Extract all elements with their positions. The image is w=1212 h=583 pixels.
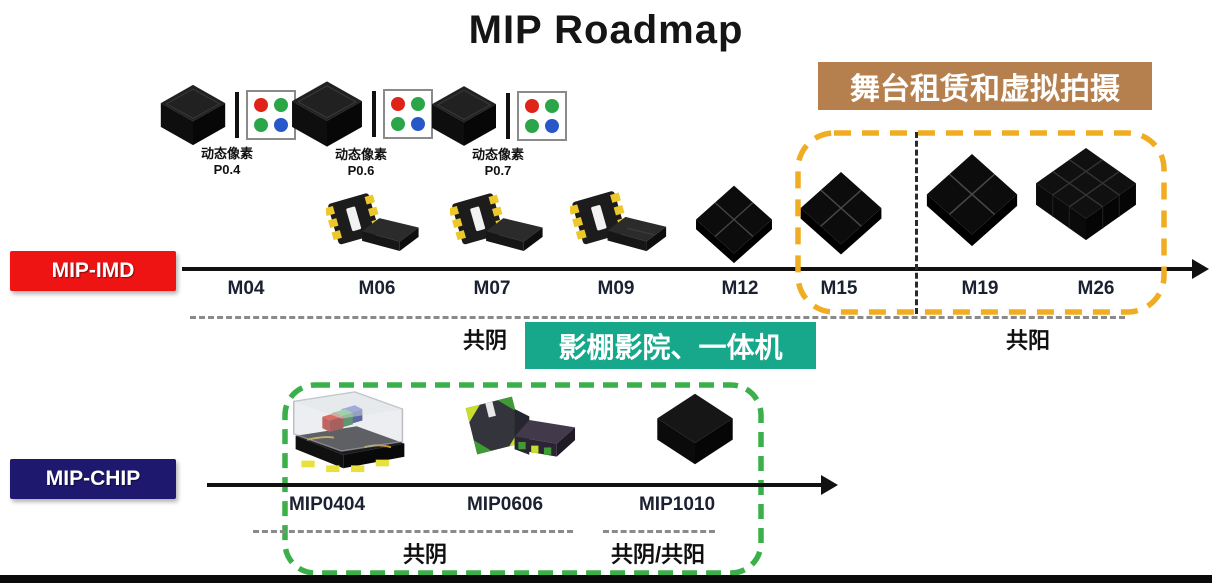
rgb-pixel-grid-icon [383, 89, 433, 139]
imd-row-label: MIP-IMD [10, 251, 176, 291]
pcb-module-icon-m06 [326, 193, 419, 252]
pcb-module-icon-m09 [570, 191, 667, 252]
pixel-group-p06: 动态像素 P0.6 [289, 79, 433, 178]
milestone-m09: M09 [597, 278, 635, 299]
milestone-m06: M06 [358, 278, 396, 299]
common-cathode-label: 共阴 [402, 542, 447, 567]
page-title: MIP Roadmap [468, 8, 744, 52]
chip-row-label: MIP-CHIP [10, 459, 176, 499]
diamond-module-icon-m12 [696, 185, 772, 264]
diamond-module-icon-m19 [926, 154, 1018, 247]
chip-timeline [207, 483, 823, 487]
pitch-label: P0.6 [347, 163, 375, 178]
mip0404-chip-icon [293, 391, 405, 473]
cathode-anode-label: 共阴/共阳 [610, 542, 706, 567]
green-pixel-dot [254, 118, 268, 132]
pcb-module-icon-m07 [450, 193, 543, 252]
common-anode-label: 共阳 [1005, 328, 1050, 353]
blue-pixel-dot [411, 117, 425, 131]
rgb-pixel-grid-icon [246, 90, 296, 140]
cube-module-icon-m26 [1036, 147, 1136, 241]
pixel-group-p07: 动态像素 P0.7 [429, 84, 567, 178]
green-pixel-dot [274, 98, 288, 112]
highlight-box-green [282, 382, 764, 576]
pitch-label: P0.7 [484, 163, 512, 178]
milestone-m15: M15 [820, 278, 858, 299]
black-chip-icon [160, 84, 226, 146]
rgb-pixel-grid-icon [517, 91, 567, 141]
studio-cinema-banner-text: 影棚影院、一体机 [558, 331, 783, 363]
black-chip-icon [432, 86, 496, 146]
milestone-m12: M12 [721, 278, 759, 299]
blue-pixel-dot [545, 119, 559, 133]
green-pixel-dot [391, 117, 405, 131]
dynamic-pixel-label: 动态像素 P0.6 [289, 147, 433, 179]
pixel-group-p04: 动态像素 P0.4 [158, 82, 296, 177]
milestone-mip0606: MIP0606 [466, 494, 544, 515]
separator-bar-icon [235, 92, 239, 138]
mip0606-chip-icon [465, 396, 576, 457]
stage-rental-banner: 舞台租赁和虚拟拍摄 [818, 62, 1152, 110]
diamond-module-icon-m15 [800, 172, 882, 255]
chip-phase-divider-dashed [603, 530, 715, 533]
separator-bar-icon [372, 91, 376, 137]
milestone-mip0404: MIP0404 [288, 494, 366, 515]
bottom-edge-bar [0, 575, 1212, 583]
milestone-m07: M07 [473, 278, 511, 299]
milestone-m19: M19 [961, 278, 999, 299]
imd-timeline [182, 267, 1194, 271]
green-pixel-dot [411, 97, 425, 111]
common-cathode-label: 共阴 [462, 328, 507, 353]
chip-phase-divider-dashed [253, 530, 573, 533]
imd-timeline-arrowhead-icon [1192, 259, 1209, 279]
red-pixel-dot [525, 99, 539, 113]
anode-phase-divider-dashed [915, 132, 918, 314]
studio-cinema-banner: 影棚影院、一体机 [525, 322, 816, 369]
dynamic-pixel-label: 动态像素 P0.7 [429, 147, 567, 179]
milestone-m04: M04 [227, 278, 265, 299]
blue-pixel-dot [274, 118, 288, 132]
stage-rental-banner-text: 舞台租赁和虚拟拍摄 [850, 73, 1120, 106]
green-pixel-dot [525, 119, 539, 133]
red-pixel-dot [254, 98, 268, 112]
imd-phase-divider-dashed [190, 316, 1125, 319]
black-chip-icon [292, 81, 362, 147]
highlight-box-yellow [795, 130, 1167, 315]
chip-timeline-arrowhead-icon [821, 475, 838, 495]
milestone-m26: M26 [1077, 278, 1115, 299]
milestone-mip1010: MIP1010 [638, 494, 716, 515]
mip1010-chip-icon [657, 393, 733, 465]
pitch-label: P0.4 [213, 162, 241, 177]
red-pixel-dot [391, 97, 405, 111]
dynamic-pixel-label: 动态像素 P0.4 [158, 146, 296, 178]
green-pixel-dot [545, 99, 559, 113]
separator-bar-icon [506, 93, 510, 139]
